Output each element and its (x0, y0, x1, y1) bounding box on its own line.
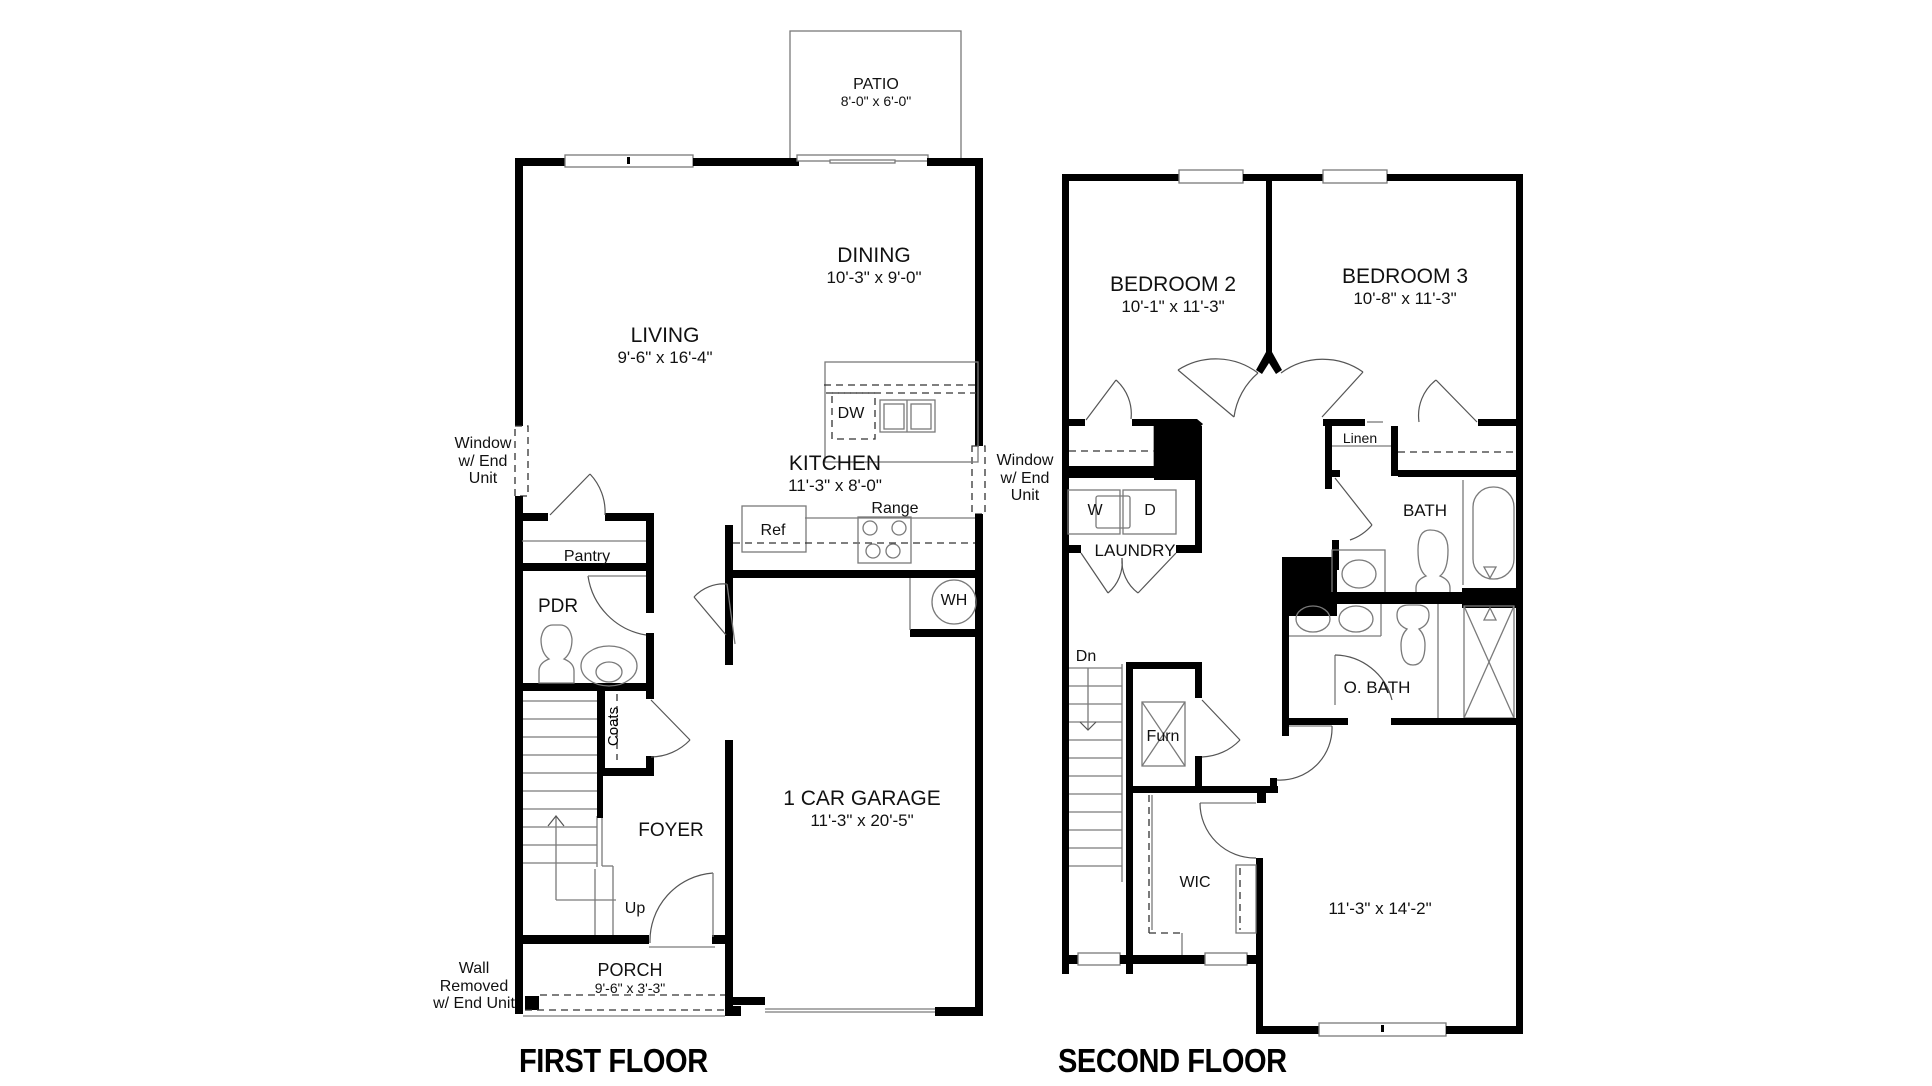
room-name: PORCH (597, 960, 663, 980)
room-dimensions: 9'-6" x 3'-3" (594, 979, 666, 996)
closet-coats: Coats (605, 706, 623, 747)
second-floor-title: SECOND FLOOR (1058, 1042, 1287, 1079)
stairs-down-label: Dn (1075, 648, 1097, 665)
room-garage: 1 CAR GARAGE 11'-3" x 20'-5" (783, 787, 941, 830)
fixture-dishwasher: DW (837, 405, 865, 422)
fixture-washer: W (1087, 502, 1103, 519)
fixture-refrigerator: Ref (760, 522, 786, 539)
window-bedroom-3 (1322, 169, 1388, 184)
room-dimensions: 9'-6" x 16'-4" (617, 347, 713, 367)
second-floor-plan (1062, 169, 1523, 1037)
room-kitchen: KITCHEN 11'-3" x 8'-0" (788, 452, 882, 495)
closet-wic: WIC (1179, 874, 1211, 891)
room-bedroom-3: BEDROOM 3 10'-8" x 11'-3" (1342, 265, 1468, 308)
closet-furnace: Furn (1146, 728, 1180, 745)
fixture-water-heater: WH (940, 592, 968, 609)
room-patio: PATIO 8'-0" x 6'-0" (841, 76, 912, 110)
note-window-right: Window w/ End Unit (996, 452, 1054, 505)
room-laundry: LAUNDRY (1094, 541, 1176, 560)
closet-linen: Linen (1342, 430, 1378, 446)
first-floor-plan (514, 30, 986, 1017)
room-name: DINING (837, 244, 911, 267)
room-name: KITCHEN (788, 452, 882, 475)
room-dimensions: 10'-8" x 11'-3" (1353, 288, 1457, 308)
room-owner-bath: O. BATH (1343, 678, 1411, 697)
window-wic (1204, 952, 1248, 966)
room-name: 1 CAR GARAGE (783, 787, 941, 810)
room-name: BEDROOM 3 (1341, 265, 1469, 288)
room-bedroom-2: BEDROOM 2 10'-1" x 11'-3" (1110, 273, 1236, 316)
room-dining: DINING 10'-3" x 9'-0" (826, 244, 921, 287)
room-name: LIVING (630, 324, 700, 347)
room-name: PATIO (853, 76, 899, 93)
room-living: LIVING 9'-6" x 16'-4" (617, 324, 712, 367)
first-floor-title: FIRST FLOOR (519, 1042, 708, 1079)
room-dimensions: 10'-3" x 9'-0" (826, 267, 922, 287)
room-bath: BATH (1402, 501, 1448, 520)
fixture-dryer: D (1144, 502, 1156, 519)
room-dimensions: 11'-3" x 8'-0" (788, 475, 882, 495)
room-pdr: PDR (537, 596, 579, 617)
room-dimensions: 8'-0" x 6'-0" (840, 92, 912, 109)
room-pantry: Pantry (563, 548, 611, 565)
room-dimensions: 10'-1" x 11'-3" (1121, 296, 1225, 316)
stairs-up-label: Up (624, 900, 646, 917)
room-foyer: FOYER (638, 820, 704, 841)
room-porch: PORCH 9'-6" x 3'-3" (595, 960, 666, 997)
note-window-left: Window w/ End Unit (454, 435, 512, 488)
window-bedroom-2 (1178, 169, 1244, 184)
room-dimensions: 11'-3" x 20'-5" (810, 810, 914, 830)
room-owner-bedroom-dimensions: 11'-3" x 14'-2" (1328, 899, 1432, 918)
window-stair (1077, 952, 1121, 966)
fixture-range: Range (871, 500, 919, 517)
note-wall-removed: Wall Removed w/ End Unit (433, 960, 515, 1013)
room-name: BEDROOM 2 (1109, 273, 1237, 296)
